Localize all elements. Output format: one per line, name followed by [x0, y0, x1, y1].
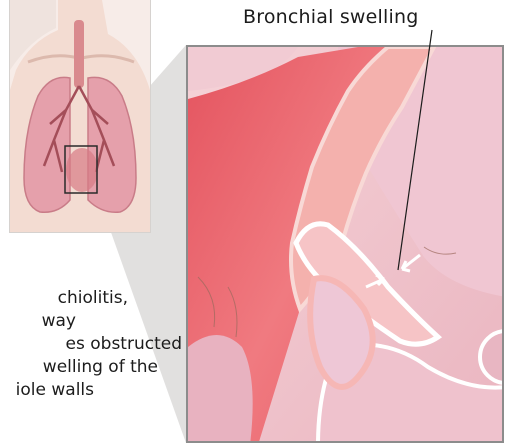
- torso-illustration: [10, 0, 150, 232]
- caption-line: es obstructed: [66, 333, 182, 356]
- caption-line: welling of the: [43, 356, 158, 379]
- callout-label: Bronchial swelling: [243, 6, 419, 28]
- bronchiole-illustration: [188, 47, 504, 443]
- caption: chiolitis, way es obstructed welling of …: [0, 287, 190, 448]
- torso-inset: [9, 0, 151, 233]
- caption-line: chiolitis,: [58, 287, 128, 310]
- bronchiole-detail-panel: [186, 45, 504, 443]
- caption-line: way: [42, 310, 76, 333]
- caption-line: iole walls: [16, 379, 94, 402]
- trachea: [74, 20, 84, 88]
